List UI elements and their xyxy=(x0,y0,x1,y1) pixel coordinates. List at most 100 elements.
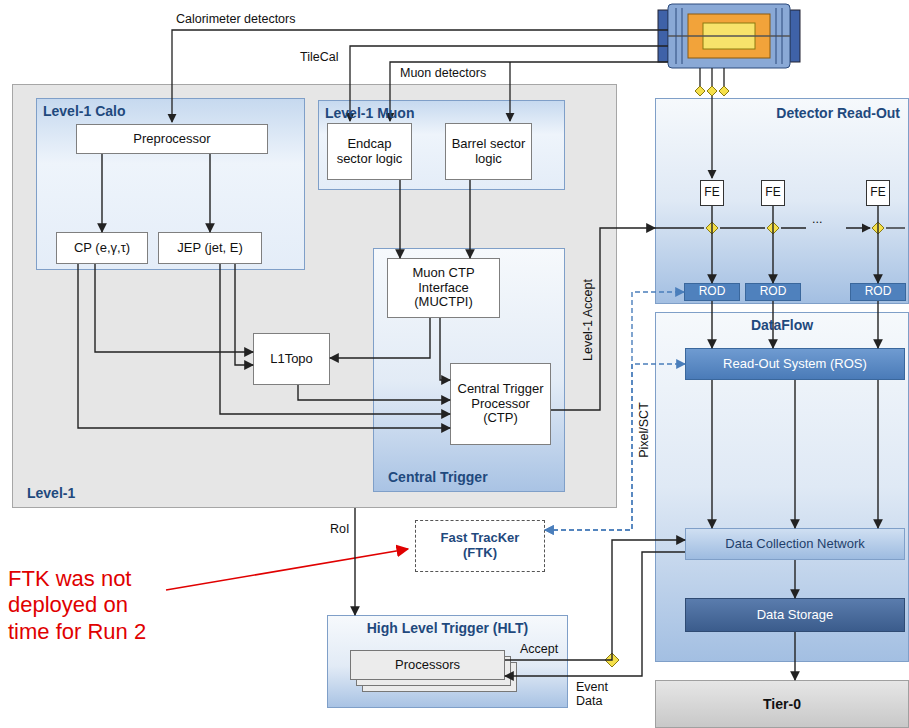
muon-wire xyxy=(509,62,510,121)
tilecal-wire xyxy=(350,46,668,121)
connector xyxy=(101,154,102,232)
panel-heading: Central Trigger xyxy=(388,469,488,485)
front-end-box: FE xyxy=(866,180,890,206)
connector xyxy=(877,301,878,348)
muon-wire xyxy=(390,62,668,121)
dashed-connector xyxy=(545,364,685,530)
readout-driver-box: ROD xyxy=(684,283,740,301)
signal-label: TileCal xyxy=(300,50,338,64)
subsystem-panel: Level-1 CaloPreprocessor CP (e,γ,τ) JEP (j… xyxy=(36,98,305,270)
front-end-box: FE xyxy=(700,180,724,206)
connector xyxy=(209,154,210,232)
subsystem-panel: Central Trigger Muon CTP Interface (MUCTP… xyxy=(373,248,565,492)
junction-diamond xyxy=(719,86,729,96)
process-box: Central Trigger Processor (CTP) xyxy=(450,363,551,445)
edge-label: Level-1 Accept xyxy=(581,279,595,361)
junction-diamond xyxy=(707,86,717,96)
edge-label: Event Data xyxy=(576,680,622,709)
tier-box: Tier-0 xyxy=(655,680,909,728)
accept-chain xyxy=(655,227,870,228)
box-label: FE xyxy=(765,186,780,200)
connector xyxy=(298,385,450,400)
panel-heading: Level-1 Muon xyxy=(325,105,414,121)
endcap-wheel xyxy=(790,10,800,62)
connector xyxy=(78,264,450,428)
junction-diamond xyxy=(695,86,705,96)
system-bar: Data Storage xyxy=(685,598,905,632)
signal-label: Pixel/SCT xyxy=(637,402,651,458)
box-label: JEP (jet, E) xyxy=(177,241,243,256)
subsystem-panel: Detector Read-OutFE FE FE ROD ROD ROD xyxy=(655,98,909,304)
readout-wire xyxy=(700,68,724,86)
connector xyxy=(711,206,712,283)
connector xyxy=(220,264,450,414)
connector xyxy=(505,552,685,676)
process-box: Barrel sector logic xyxy=(445,123,532,180)
connector xyxy=(794,380,795,528)
dashed-box: Fast TracKer (FTK) xyxy=(415,520,545,572)
connector xyxy=(469,180,470,258)
atlas-detector-picture xyxy=(658,4,800,68)
connector xyxy=(772,206,773,283)
box-label: L1Topo xyxy=(270,352,313,367)
callout-note: FTK was not deployed on time for Run 2 xyxy=(8,566,166,645)
box-label: ROD xyxy=(865,285,892,299)
box-label: Processors xyxy=(395,658,460,673)
callout-arrow xyxy=(166,549,408,590)
box-label: ROD xyxy=(699,285,726,299)
box-label: Data Storage xyxy=(757,608,834,623)
readout-wire xyxy=(711,96,712,178)
subsystem-panel: Level-1 MuonEndcap sector logic Barrel se… xyxy=(318,100,565,190)
trigger-region: Level-1 Level-1 CaloPreprocessor CP (e,γ,τ… xyxy=(12,84,617,508)
readout-driver-box: ROD xyxy=(850,283,906,301)
box-label: Muon CTP Interface (MUCTPI) xyxy=(392,266,495,311)
connector xyxy=(551,228,655,410)
process-box: Preprocessor xyxy=(76,124,268,154)
box-label: Barrel sector logic xyxy=(450,137,527,167)
process-box: Endcap sector logic xyxy=(327,123,412,180)
connector xyxy=(399,180,400,258)
connector xyxy=(711,301,712,348)
muon-spectrometer xyxy=(668,4,790,68)
box-label: Fast TracKer (FTK) xyxy=(426,531,534,561)
front-end-box: FE xyxy=(761,180,785,206)
endcap-wheel xyxy=(658,10,668,62)
panel-heading: High Level Trigger (HLT) xyxy=(328,620,567,636)
connector xyxy=(877,206,878,283)
box-label: Read-Out System (ROS) xyxy=(723,357,867,372)
process-box: CP (e,γ,τ) xyxy=(56,232,148,264)
panel-heading: DataFlow xyxy=(656,317,908,333)
connector xyxy=(794,632,795,680)
dashed-connector xyxy=(545,292,684,530)
process-box: JEP (jet, E) xyxy=(158,232,262,264)
connector xyxy=(505,540,685,660)
edge-label: RoI xyxy=(330,522,349,536)
connector xyxy=(794,560,795,598)
calo-wire xyxy=(172,30,668,122)
box-label: FE xyxy=(870,186,885,200)
readout-driver-box: ROD xyxy=(745,283,801,301)
subsystem-panel: DataFlowRead-Out System (ROS) Data Collec… xyxy=(655,312,909,662)
box-label: Data Collection Network xyxy=(725,537,864,552)
box-label: Tier-0 xyxy=(763,696,801,712)
process-box: L1Topo xyxy=(253,333,330,385)
processor-stack: Processors xyxy=(350,650,505,680)
box-label: ROD xyxy=(760,285,787,299)
panel-heading: Detector Read-Out xyxy=(776,105,900,121)
panel-heading: Level-1 xyxy=(27,485,75,501)
box-label: Preprocessor xyxy=(133,132,210,147)
edge-label: Accept xyxy=(520,642,558,656)
signal-label: Muon detectors xyxy=(400,66,486,80)
connector xyxy=(877,380,878,528)
box-label: CP (e,γ,τ) xyxy=(74,241,130,256)
junction-diamonds xyxy=(605,86,884,667)
box-label: FE xyxy=(704,186,719,200)
panel-heading: Level-1 Calo xyxy=(43,103,125,119)
signal-label: Calorimeter detectors xyxy=(176,12,296,26)
signal-label: ... xyxy=(812,212,822,226)
box-label: Central Trigger Processor (CTP) xyxy=(455,382,546,427)
box-label: Endcap sector logic xyxy=(332,137,407,167)
connector xyxy=(440,318,450,380)
connector xyxy=(772,301,773,348)
